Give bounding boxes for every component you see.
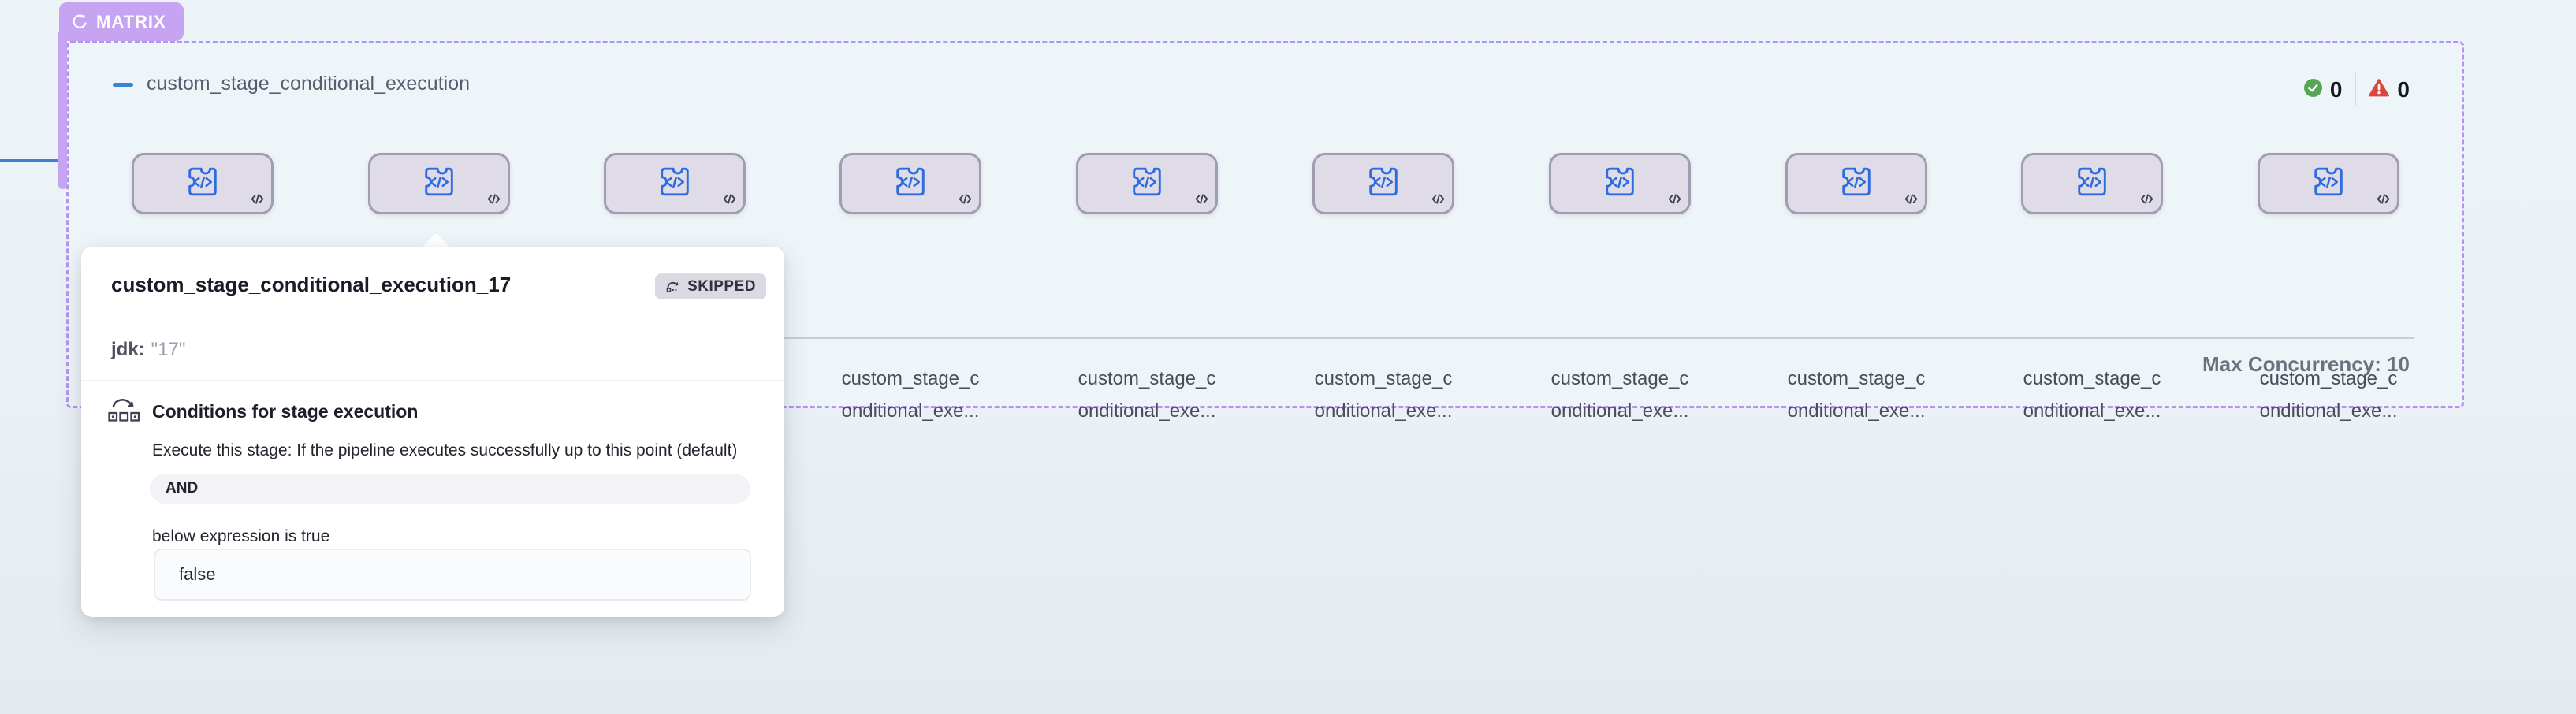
stage-node-2 <box>368 153 510 214</box>
code-icon <box>1668 194 1681 208</box>
stage-node-button[interactable] <box>1076 153 1218 214</box>
footer-divider <box>84 337 2414 339</box>
stage-node-label: custom_stage_c onditional_exe... <box>1078 368 1216 422</box>
stage-node-8: custom_stage_c onditional_exe... <box>1785 153 1927 422</box>
code-icon <box>1904 194 1918 208</box>
matrix-badge-label: MATRIX <box>96 11 166 32</box>
stage-node-label: custom_stage_c onditional_exe... <box>841 368 980 422</box>
param-value: "17" <box>151 339 186 360</box>
code-icon <box>723 194 736 208</box>
custom-stage-code-icon <box>1838 164 1874 204</box>
stage-node-label: custom_stage_c onditional_exe... <box>1314 368 1453 422</box>
stage-node-6: custom_stage_c onditional_exe... <box>1312 153 1454 422</box>
success-check-icon <box>2303 79 2322 101</box>
skip-icon <box>665 280 682 293</box>
condition-operator-pill: AND <box>150 474 750 504</box>
stage-status-summary: 0 0 <box>2303 73 2410 106</box>
code-icon <box>1431 194 1445 208</box>
custom-stage-code-icon <box>892 164 929 204</box>
custom-stage-code-icon <box>1602 164 1638 204</box>
conditions-default-text: Execute this stage: If the pipeline exec… <box>152 441 738 459</box>
stage-node-9: custom_stage_c onditional_exe... <box>2021 153 2163 422</box>
status-badge: SKIPPED <box>655 273 766 299</box>
conditional-execution-icon <box>107 396 142 429</box>
stage-node-4: custom_stage_c onditional_exe... <box>839 153 981 422</box>
stage-node-label: custom_stage_c onditional_exe... <box>2259 368 2398 422</box>
stage-node-button[interactable] <box>1785 153 1927 214</box>
failure-count: 0 <box>2397 77 2410 102</box>
max-concurrency-label: Max Concurrency: 10 <box>2202 352 2410 376</box>
stage-node-button[interactable] <box>1312 153 1454 214</box>
matrix-param-row: jdk: "17" <box>111 339 185 361</box>
stage-node-button[interactable] <box>1549 153 1691 214</box>
param-key: jdk: <box>111 339 145 360</box>
custom-stage-code-icon <box>1129 164 1165 204</box>
code-icon <box>2377 194 2390 208</box>
custom-stage-code-icon <box>421 164 457 204</box>
stage-node-label: custom_stage_c onditional_exe... <box>2023 368 2161 422</box>
stage-node-label: custom_stage_c onditional_exe... <box>1787 368 1926 422</box>
stage-node-1 <box>132 153 274 214</box>
condition-expression-field[interactable]: false <box>154 549 751 601</box>
failure-warning-icon <box>2369 79 2390 101</box>
code-icon <box>251 194 264 208</box>
code-icon <box>1195 194 1208 208</box>
loop-icon <box>70 13 89 32</box>
pipeline-connector-line <box>0 159 65 162</box>
code-icon <box>959 194 972 208</box>
stage-node-3 <box>604 153 746 214</box>
custom-stage-code-icon <box>2310 164 2347 204</box>
custom-stage-code-icon <box>2074 164 2110 204</box>
matrix-badge-tail <box>58 32 67 189</box>
conditions-expression-text: below expression is true <box>152 527 330 545</box>
status-divider <box>2355 73 2357 106</box>
matrix-stage-title: custom_stage_conditional_execution <box>147 73 470 95</box>
stage-node-10: custom_stage_c onditional_exe... <box>2258 153 2399 422</box>
stage-node-button[interactable] <box>2021 153 2163 214</box>
success-count: 0 <box>2329 77 2343 102</box>
popover-divider <box>81 380 784 381</box>
code-icon <box>487 194 501 208</box>
popover-stage-title: custom_stage_conditional_execution_17 <box>111 273 512 296</box>
custom-stage-code-icon <box>1365 164 1402 204</box>
collapse-minus-icon[interactable] <box>113 83 133 87</box>
stage-node-button[interactable] <box>132 153 274 214</box>
stage-node-button[interactable] <box>368 153 510 214</box>
stage-node-7: custom_stage_c onditional_exe... <box>1549 153 1691 422</box>
stage-node-5: custom_stage_c onditional_exe... <box>1076 153 1218 422</box>
stage-node-button[interactable] <box>604 153 746 214</box>
status-badge-label: SKIPPED <box>687 277 756 295</box>
matrix-badge[interactable]: MATRIX <box>59 2 184 41</box>
stage-node-button[interactable] <box>839 153 981 214</box>
conditions-heading: Conditions for stage execution <box>152 401 419 422</box>
stage-details-popover: custom_stage_conditional_execution_17 SK… <box>81 247 784 617</box>
stage-node-label: custom_stage_c onditional_exe... <box>1550 368 1689 422</box>
stage-node-button[interactable] <box>2258 153 2399 214</box>
code-icon <box>2140 194 2153 208</box>
condition-expression-value: false <box>179 564 216 584</box>
custom-stage-code-icon <box>657 164 693 204</box>
custom-stage-code-icon <box>184 164 221 204</box>
condition-operator-label: AND <box>166 480 199 496</box>
